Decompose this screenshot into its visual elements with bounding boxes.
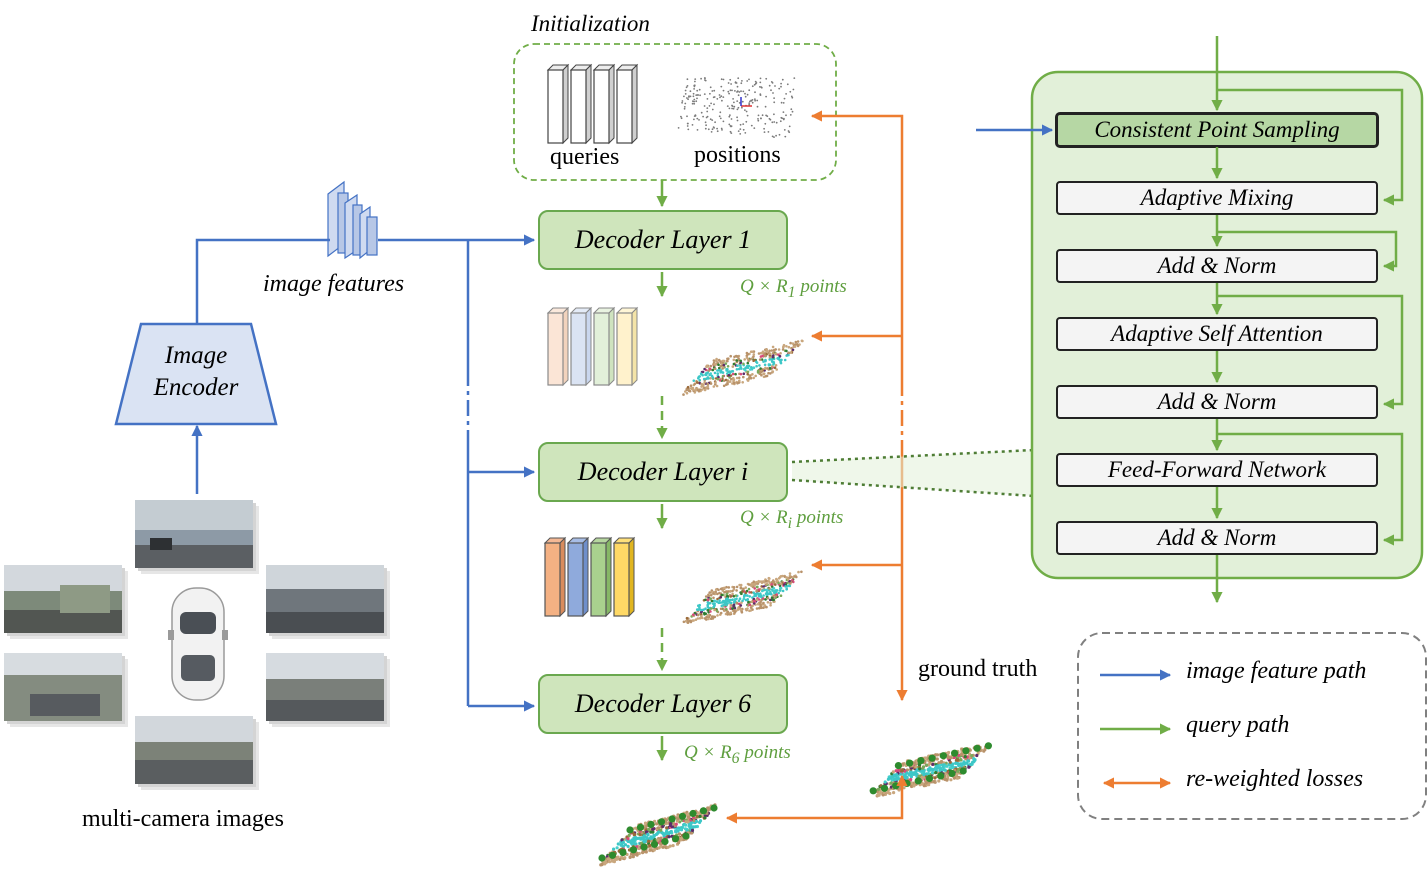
legend-query-path: query path [1186,712,1290,738]
query-vectors-icon [546,63,639,145]
initialization-title: Initialization [531,11,650,36]
add-norm-block-1: Add & Norm [1056,249,1378,283]
feed-forward-network-block: Feed-Forward Network [1056,453,1378,487]
image-encoder-label-line1: Image [164,342,228,369]
image-feature-path-lines [191,234,536,712]
image-features-label: image features [263,271,405,297]
layer1-query-features-icon [546,306,639,387]
multi-camera-images-label: multi-camera images [82,806,284,832]
consistent-point-sampling-block: Consistent Point Sampling [1056,113,1378,147]
image-encoder-label-line2: Encoder [153,374,239,401]
layer1-points-count: Q × R1 points [740,276,847,301]
multi-camera-images [4,500,390,790]
adaptive-mixing-block: Adaptive Mixing [1056,181,1378,215]
ego-car-icon [168,587,228,701]
layer6-predicted-occupancy [598,803,718,867]
initial-positions-point-cloud [677,77,796,139]
add-norm-block-2: Add & Norm [1056,385,1378,419]
camera-back-right-image [266,653,390,727]
layer-i-points-count: Q × Ri points [740,507,844,532]
decoder-layer-internal-flow [1211,36,1404,604]
layer-detail-zoom-connector [791,448,1035,498]
positions-label: positions [694,142,781,168]
ground-truth-occupancy [869,742,993,798]
image-features-stack-icon [327,180,378,260]
layer1-predicted-occupancy [682,339,804,396]
adaptive-self-attention-block: Adaptive Self Attention [1056,317,1378,351]
layer-i-query-features-icon [543,536,636,618]
legend-image-feature-path: image feature path [1186,658,1367,684]
camera-back-image [135,716,259,790]
layer-i-predicted-occupancy [682,570,803,624]
camera-back-left-image [4,653,128,727]
camera-front-left-image [4,565,128,639]
decoder-layer-1: Decoder Layer 1 [538,210,788,270]
camera-front-right-image [266,565,390,639]
ground-truth-label: ground truth [918,656,1038,682]
queries-label: queries [550,144,620,170]
camera-front-image [135,500,259,574]
decoder-layer-6: Decoder Layer 6 [538,674,788,734]
image-encoder [114,322,278,426]
add-norm-block-3: Add & Norm [1056,521,1378,555]
layer6-points-count: Q × R6 points [684,742,791,767]
decoder-layer-i: Decoder Layer i [538,442,788,502]
legend-reweighted-losses: re-weighted losses [1186,766,1364,792]
